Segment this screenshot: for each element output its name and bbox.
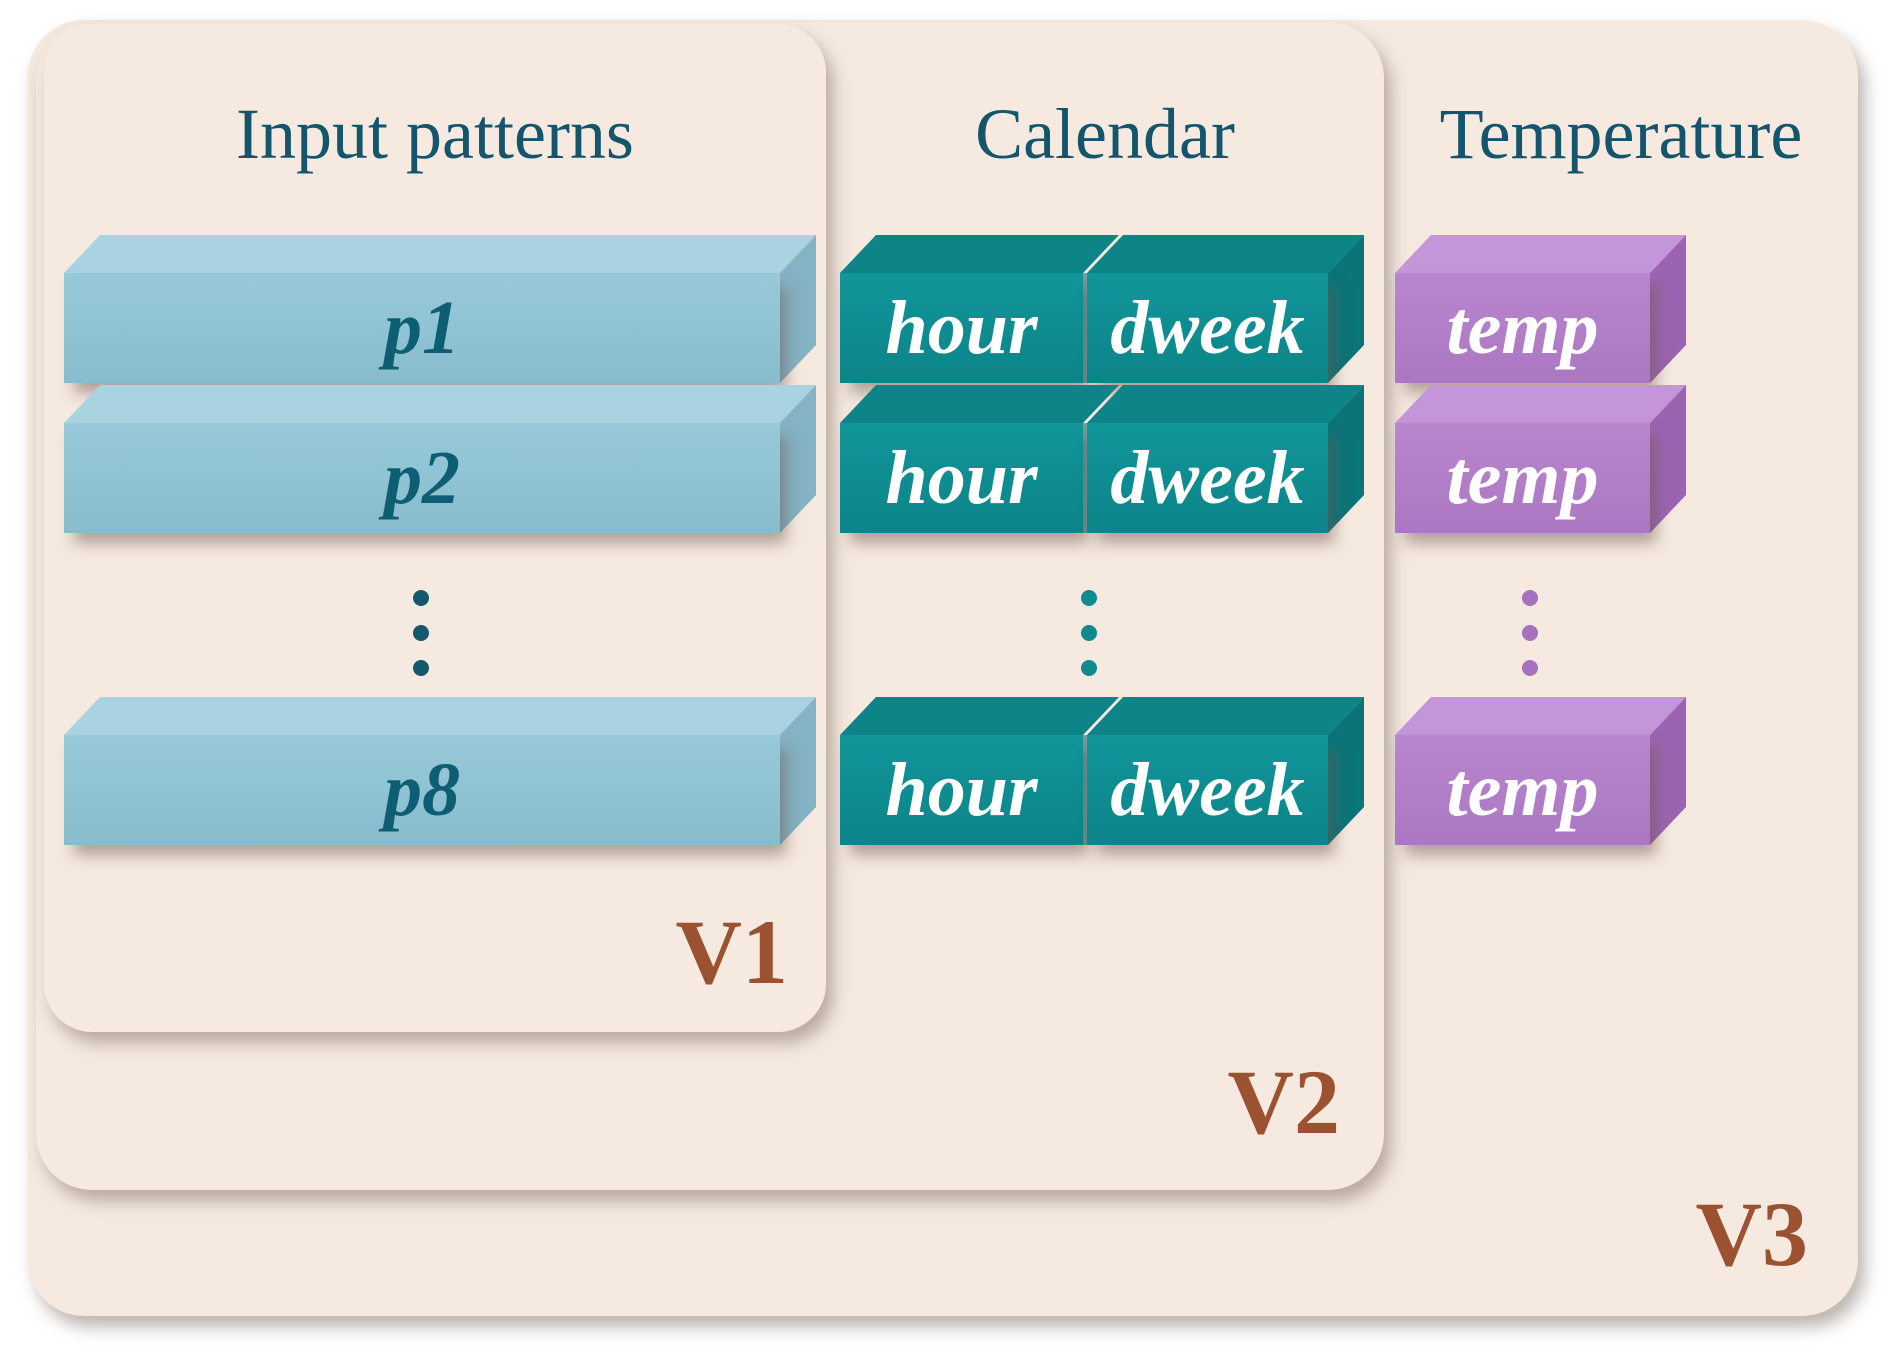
calendar-box-dweek-3: dweek — [1087, 697, 1364, 845]
temperature-box-1: temp — [1395, 235, 1686, 383]
calendar-box-dweek-2: dweek — [1087, 385, 1364, 533]
calendar-box-hour-3: hour — [840, 697, 1119, 845]
panel-v1-label: V1 — [675, 901, 788, 1003]
vertical-ellipsis-icon — [413, 590, 429, 676]
pattern-bar-p2: p2 — [64, 385, 816, 533]
box-front-face: hour — [840, 735, 1083, 845]
calendar-title: Calendar — [975, 93, 1235, 174]
calendar-box-dweek-1: dweek — [1087, 235, 1364, 383]
box-front-face: dweek — [1087, 423, 1328, 533]
bar-top-face — [64, 385, 816, 423]
bar-front-face: p1 — [64, 273, 780, 383]
dweek-label: dweek — [1110, 436, 1305, 520]
dot — [413, 625, 429, 641]
box-seam — [1083, 423, 1087, 533]
temp-label: temp — [1446, 286, 1599, 370]
box-front-face: temp — [1395, 735, 1650, 845]
box-top-face — [840, 385, 1119, 423]
dot — [1081, 590, 1097, 606]
calendar-box-hour-1: hour — [840, 235, 1119, 383]
panel-v2-label: V2 — [1227, 1051, 1340, 1153]
hour-label: hour — [885, 748, 1038, 832]
temperature-box-3: temp — [1395, 697, 1686, 845]
temp-label: temp — [1446, 748, 1599, 832]
dot — [1522, 660, 1538, 676]
box-front-face: hour — [840, 423, 1083, 533]
temperature-title: Temperature — [1439, 93, 1803, 174]
bar-top-face — [64, 697, 816, 735]
box-top-face — [1087, 697, 1364, 735]
pattern-bar-label: p8 — [384, 748, 460, 832]
box-front-face: dweek — [1087, 273, 1328, 383]
bar-front-face: p2 — [64, 423, 780, 533]
vertical-ellipsis-icon — [1522, 590, 1538, 676]
box-top-face — [840, 235, 1119, 273]
box-front-face: temp — [1395, 423, 1650, 533]
box-front-face: dweek — [1087, 735, 1328, 845]
dweek-label: dweek — [1110, 748, 1305, 832]
dot — [1522, 625, 1538, 641]
box-top-face — [1395, 697, 1686, 735]
pattern-bar-label: p2 — [384, 436, 460, 520]
dot — [1081, 625, 1097, 641]
bar-top-face — [64, 235, 816, 273]
dot — [1522, 590, 1538, 606]
box-seam — [1083, 735, 1087, 845]
temp-label: temp — [1446, 436, 1599, 520]
pattern-bar-label: p1 — [384, 286, 460, 370]
dot — [1081, 660, 1097, 676]
dweek-label: dweek — [1110, 286, 1305, 370]
calendar-box-hour-2: hour — [840, 385, 1119, 533]
dot — [413, 590, 429, 606]
box-top-face — [840, 697, 1119, 735]
box-front-face: hour — [840, 273, 1083, 383]
bar-front-face: p8 — [64, 735, 780, 845]
input-patterns-title: Input patterns — [236, 93, 634, 174]
dot — [413, 660, 429, 676]
pattern-bar-p1: p1 — [64, 235, 816, 383]
temperature-box-2: temp — [1395, 385, 1686, 533]
vertical-ellipsis-icon — [1081, 590, 1097, 676]
box-top-face — [1087, 235, 1364, 273]
box-top-face — [1395, 385, 1686, 423]
panel-v3-label: V3 — [1695, 1183, 1808, 1285]
box-top-face — [1395, 235, 1686, 273]
box-top-face — [1087, 385, 1364, 423]
box-front-face: temp — [1395, 273, 1650, 383]
box-seam — [1083, 273, 1087, 383]
hour-label: hour — [885, 286, 1038, 370]
pattern-bar-p8: p8 — [64, 697, 816, 845]
hour-label: hour — [885, 436, 1038, 520]
